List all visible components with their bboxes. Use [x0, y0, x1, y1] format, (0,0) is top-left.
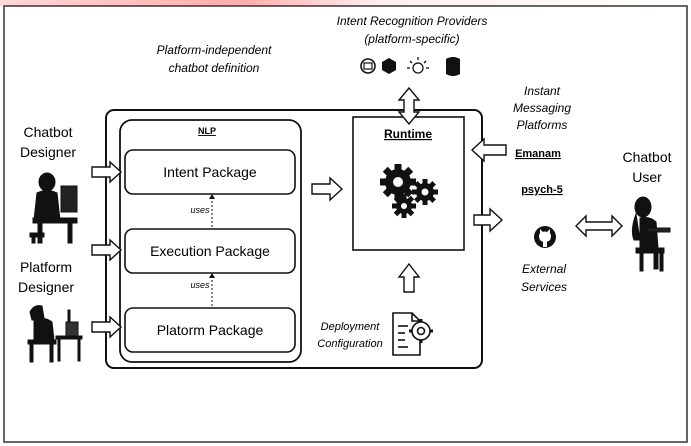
arrow-nlp-runtime [311, 176, 344, 202]
provider-icons [360, 57, 460, 76]
provider-icon-3 [407, 57, 429, 74]
platform-independent-label-1: Platform-independent [157, 43, 272, 57]
deployment-label-2: Configuration [317, 338, 382, 350]
chatbot-user-label-1: Chatbot [622, 149, 671, 165]
uses-arrowhead-bottom [209, 273, 215, 278]
uses-arrowhead-top [209, 194, 215, 199]
platform-package-box [124, 307, 296, 353]
hollow-arrows [91, 86, 623, 339]
execution-package-box [124, 228, 296, 274]
nlp-title: NLP [198, 126, 216, 136]
chatbot-designer-label-2: Designer [20, 144, 76, 160]
arrow-platform-designer-plat [91, 315, 123, 339]
intent-package-label: Intent Package [163, 164, 257, 180]
platform-names: Emanam psych-5 [515, 148, 563, 196]
instant-messaging-label-1: Instant [524, 84, 561, 98]
platform-independent-label-2: chatbot definition [169, 61, 260, 75]
arrow-external-user [575, 214, 623, 238]
chatbot-user-label-2: User [632, 169, 662, 185]
external-services-label-1: External [522, 262, 566, 276]
arrow-platform-designer-exec [91, 238, 123, 262]
deployment-config-icon [392, 312, 433, 356]
arrow-deployment-runtime [397, 262, 421, 293]
platform-name-1: Emanam [515, 148, 561, 160]
chatbot-designer-figure [29, 172, 78, 244]
platform-designer-label-1: Platform [20, 259, 72, 275]
platform-designer-figure [27, 305, 83, 363]
chatbot-designer-label-1: Chatbot [23, 124, 72, 140]
platform-designer-label-2: Designer [18, 279, 74, 295]
intent-providers-label-1: Intent Recognition Providers [337, 14, 488, 28]
arrow-runtime-providers [397, 86, 421, 126]
provider-icon-4 [446, 57, 460, 76]
deployment-label-1: Deployment [321, 321, 381, 333]
external-services-label-2: Services [521, 280, 567, 294]
execution-package-label: Execution Package [150, 243, 270, 259]
platform-name-2: psych-5 [521, 184, 563, 196]
page-border [3, 5, 688, 443]
intent-package-box [124, 149, 296, 195]
uses-label-bottom: uses [190, 280, 210, 290]
italic-labels: Platform-independent chatbot definition … [157, 14, 572, 350]
github-icon [534, 226, 556, 248]
intent-providers-label-2: (platform-specific) [364, 32, 459, 46]
uses-label-top: uses [190, 205, 210, 215]
runtime-title: Runtime [384, 127, 432, 141]
gears-icon [380, 164, 438, 218]
provider-icon-2 [382, 58, 396, 74]
instant-messaging-label-2: Messaging [513, 101, 571, 115]
chatbot-user-figure [631, 196, 671, 272]
arrow-chatbot-designer [91, 160, 123, 184]
arrow-runtime-external [473, 207, 504, 233]
arrow-messaging-runtime [470, 137, 507, 163]
actor-labels: Chatbot Designer Platform Designer Chatb… [18, 124, 672, 295]
header-strip [0, 0, 691, 6]
platform-package-label: Platorm Package [157, 322, 264, 338]
provider-icon-1 [360, 58, 376, 74]
instant-messaging-label-3: Platforms [517, 118, 568, 132]
